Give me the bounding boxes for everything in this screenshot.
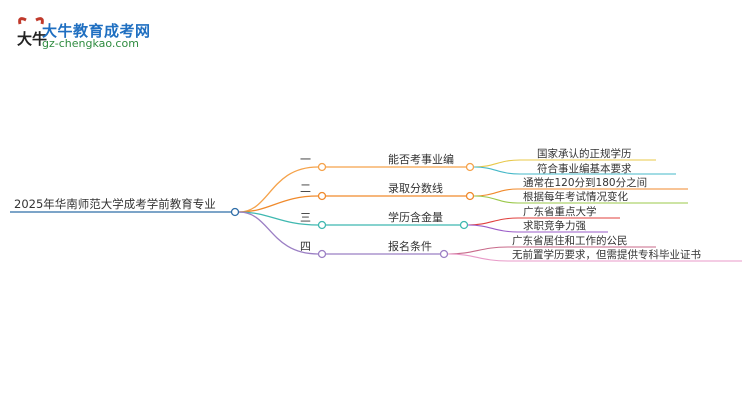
leaf-1-1: 国家承认的正规学历	[537, 147, 632, 160]
leaf-4-2: 无前置学历要求，但需提供专科毕业证书	[512, 248, 701, 261]
branch-index: 一	[300, 153, 311, 166]
branch-end-node[interactable]	[459, 220, 469, 230]
leaf-4-1: 广东省居住和工作的公民	[512, 234, 628, 247]
branch-label: 学历含金量	[388, 210, 443, 224]
bull-logo-icon: 大牛	[17, 17, 47, 48]
site-url[interactable]: gz-chengkao.com	[42, 37, 139, 50]
branch-connector-2	[238, 195, 319, 213]
branch-connector-3	[238, 211, 319, 226]
branch-end-node[interactable]	[439, 249, 449, 259]
leaf-3-2: 求职竞争力强	[523, 219, 586, 232]
branch-connector-4	[238, 211, 319, 255]
branch-node[interactable]	[317, 249, 327, 259]
branch-end-node[interactable]	[465, 162, 475, 172]
leaf-3-1: 广东省重点大学	[523, 205, 597, 218]
branch-node[interactable]	[317, 162, 327, 172]
branch-node[interactable]	[317, 191, 327, 201]
branch-index: 三	[300, 211, 311, 224]
branch-index: 四	[300, 240, 311, 253]
branch-label: 录取分数线	[388, 181, 443, 195]
leaf-2-2: 根据每年考试情况变化	[523, 190, 628, 203]
site-logo[interactable]: 大牛	[14, 14, 164, 54]
logo-icon-text: 大牛	[17, 30, 47, 48]
branch-connector-1	[238, 166, 319, 213]
branch-end-node[interactable]	[465, 191, 475, 201]
branch-index: 二	[300, 182, 311, 195]
root-label: 2025年华南师范大学成考学前教育专业	[14, 197, 216, 211]
leaf-1-2: 符合事业编基本要求	[537, 162, 632, 175]
root-node[interactable]	[230, 207, 240, 217]
branch-2[interactable]: 二 录取分数线 通常在120分到180分之间 根据每年考试情况变化	[300, 176, 688, 204]
branch-4[interactable]: 四 报名条件 广东省居住和工作的公民 无前置学历要求，但需提供专科毕业证书	[300, 234, 742, 262]
site-title[interactable]: 大牛教育成考网	[42, 22, 151, 40]
branch-3[interactable]: 三 学历含金量 广东省重点大学 求职竞争力强	[300, 205, 620, 233]
branch-label: 报名条件	[388, 239, 432, 253]
leaf-2-1: 通常在120分到180分之间	[523, 176, 647, 189]
branch-label: 能否考事业编	[388, 152, 454, 166]
branch-node[interactable]	[317, 220, 327, 230]
branch-1[interactable]: 一 能否考事业编 国家承认的正规学历 符合事业编基本要求	[300, 147, 676, 175]
